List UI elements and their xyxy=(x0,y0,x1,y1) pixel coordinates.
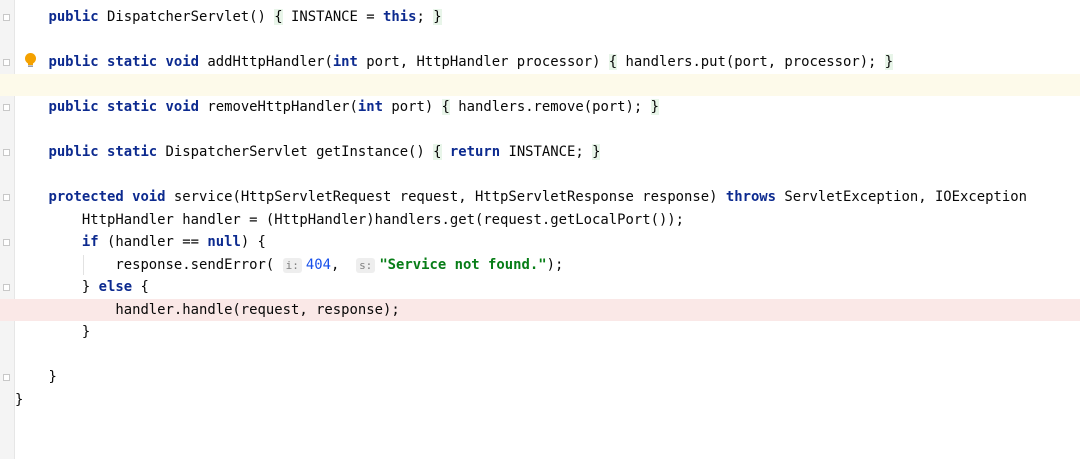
code-token-kw: null xyxy=(207,234,241,250)
code-token-brace: { xyxy=(433,144,442,160)
editor-gutter xyxy=(0,0,15,459)
code-token-plain: } xyxy=(15,324,91,340)
code-token-plain: { xyxy=(132,279,149,295)
code-token-plain: ; xyxy=(416,9,434,25)
code-token-plain: DispatcherServlet getInstance() xyxy=(157,144,434,160)
code-token-kw: throws xyxy=(725,189,777,205)
code-token-plain xyxy=(15,9,48,25)
code-token-brace: { xyxy=(608,54,618,70)
code-token-plain xyxy=(15,144,48,160)
code-line[interactable]: public static void removeHttpHandler(int… xyxy=(15,96,1080,119)
code-token-kw: int xyxy=(332,54,358,70)
code-token-kw: return xyxy=(449,144,501,160)
fold-marker-icon[interactable] xyxy=(3,194,10,201)
parameter-hint: s: xyxy=(356,257,376,273)
code-token-plain xyxy=(442,144,450,160)
code-token-plain: ) { xyxy=(240,234,266,250)
fold-marker-icon[interactable] xyxy=(3,59,10,66)
code-token-kw: if xyxy=(81,234,99,250)
code-token-brace: } xyxy=(650,99,660,115)
code-token-kw: public static void xyxy=(48,99,199,115)
code-token-plain: , xyxy=(330,256,357,273)
code-token-plain: ServletException, IOException xyxy=(776,189,1027,205)
code-line[interactable]: public static void addHttpHandler(int po… xyxy=(15,51,1080,74)
code-token-kw: else xyxy=(98,279,133,295)
code-token-plain: DispatcherServlet() xyxy=(98,9,275,25)
code-token-plain: addHttpHandler( xyxy=(199,54,333,70)
code-line[interactable] xyxy=(15,29,1080,52)
code-token-plain: port) xyxy=(383,99,442,115)
indent-guide xyxy=(83,255,84,275)
code-line[interactable]: } xyxy=(15,321,1080,344)
code-token-plain: } xyxy=(15,369,57,385)
code-token-str: "Service not found." xyxy=(379,256,547,273)
fold-marker-icon[interactable] xyxy=(3,149,10,156)
parameter-hint: i: xyxy=(282,257,302,273)
code-line[interactable]: public DispatcherServlet() { INSTANCE = … xyxy=(15,6,1080,29)
code-token-brace: } xyxy=(884,54,894,70)
code-token-plain: INSTANCE; xyxy=(500,144,593,160)
code-token-kw: this xyxy=(383,9,417,25)
code-line[interactable]: } xyxy=(15,366,1080,389)
code-line[interactable]: HttpHandler handler = (HttpHandler)handl… xyxy=(15,209,1080,232)
code-token-plain xyxy=(15,234,82,250)
code-token-kw: public static xyxy=(48,144,158,160)
code-token-plain xyxy=(15,189,48,205)
code-token-plain: HttpHandler handler = (HttpHandler)handl… xyxy=(15,211,685,228)
code-line[interactable]: } else { xyxy=(15,276,1080,299)
code-token-plain: handlers.remove(port); xyxy=(449,99,651,115)
code-token-kw: public static void xyxy=(48,54,199,70)
code-line[interactable]: protected void service(HttpServletReques… xyxy=(15,186,1080,209)
code-token-kw: int xyxy=(357,99,383,115)
fold-marker-icon[interactable] xyxy=(3,14,10,21)
code-token-plain: (handler == xyxy=(98,234,208,250)
code-token-plain: handlers.put(port, processor); xyxy=(617,54,885,70)
code-token-plain: } xyxy=(15,391,24,408)
code-token-plain: port, HttpHandler processor) xyxy=(357,54,609,70)
fold-marker-icon[interactable] xyxy=(3,284,10,291)
fold-marker-icon[interactable] xyxy=(3,239,10,246)
code-line[interactable]: if (handler == null) { xyxy=(15,231,1080,254)
code-line[interactable] xyxy=(15,344,1080,367)
code-token-brace: { xyxy=(274,9,283,25)
code-token-kw: protected void xyxy=(48,189,166,205)
code-line[interactable] xyxy=(15,119,1080,142)
code-line[interactable]: public static DispatcherServlet getInsta… xyxy=(15,141,1080,164)
code-line-current[interactable] xyxy=(0,73,1080,96)
code-editor[interactable]: public DispatcherServlet() { INSTANCE = … xyxy=(0,6,1080,412)
code-line[interactable]: response.sendError( i:404, s:"Service no… xyxy=(15,254,1080,277)
code-token-plain: response.sendError( xyxy=(15,256,283,273)
fold-marker-icon[interactable] xyxy=(3,374,10,381)
code-token-brace: } xyxy=(433,9,442,25)
code-token-plain: removeHttpHandler( xyxy=(199,99,358,115)
code-line[interactable]: } xyxy=(15,389,1080,412)
code-token-plain xyxy=(15,54,48,70)
fold-marker-icon[interactable] xyxy=(3,104,10,111)
code-line-breakpoint[interactable]: handler.handle(request, response); xyxy=(0,298,1080,321)
code-token-brace: } xyxy=(592,144,601,160)
code-token-plain: handler.handle(request, response); xyxy=(15,301,400,318)
code-token-num: 404 xyxy=(305,256,331,273)
code-token-plain: ); xyxy=(546,256,564,273)
code-token-plain: INSTANCE = xyxy=(282,9,383,25)
code-line[interactable] xyxy=(15,164,1080,187)
code-token-kw: public xyxy=(48,9,99,25)
code-token-plain: } xyxy=(15,279,99,295)
lightbulb-icon[interactable] xyxy=(24,53,37,68)
code-token-plain xyxy=(15,99,48,115)
code-token-plain: service(HttpServletRequest request, Http… xyxy=(165,189,726,205)
code-token-brace: { xyxy=(441,99,450,115)
